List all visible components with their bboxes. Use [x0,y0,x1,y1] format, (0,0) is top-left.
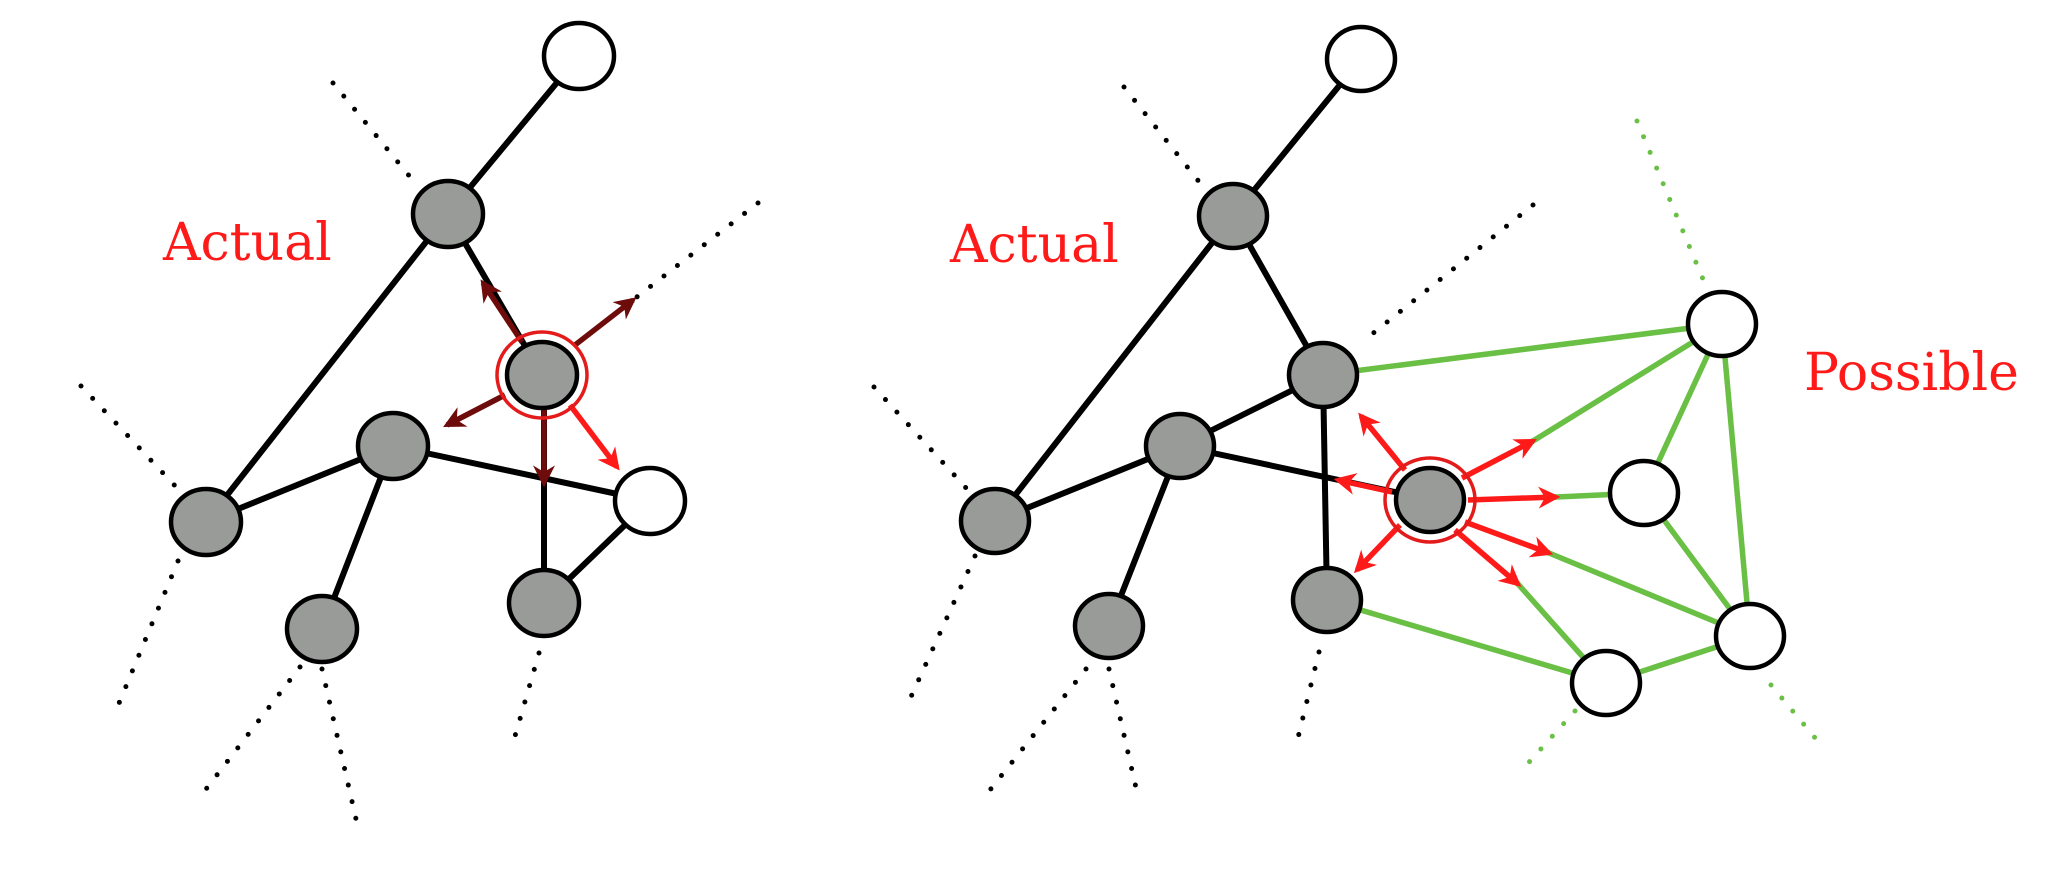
occupied-site-node [284,593,360,665]
move-arrows [1333,412,1561,587]
occupied-site-node [1072,591,1146,661]
occupied-site-node [1286,340,1360,410]
possible-site-node [1607,458,1681,528]
empty-site-node [1324,24,1398,94]
dotted-continuations [78,80,761,822]
move-arrows [443,279,637,488]
occupied-site-node [1290,565,1364,635]
possible-label: Possible [1804,343,2019,403]
left-panel-actual: Actual [78,20,761,822]
bonds [203,53,653,632]
bonds [992,56,1398,629]
right-panel-possible: Actual Possible [871,24,2019,804]
empty-site-node [612,465,688,537]
actual-label: Actual [162,213,332,273]
possible-site-node [1569,648,1643,718]
occupied-site-node [1143,411,1217,481]
selection-ring [1383,456,1477,544]
possible-site-node [1685,289,1759,359]
occupied-site-node [168,486,244,558]
possible-site-node [1713,601,1787,671]
selection-ring [495,330,589,420]
possible-bonds [1320,321,1753,686]
occupied-site-node [355,410,431,482]
occupied-site-node [410,178,486,250]
empty-site-node [541,20,617,92]
dotted-continuations [871,84,1819,804]
occupied-site-node [958,486,1032,556]
occupied-site-node [1196,181,1270,251]
occupied-site-node [506,567,582,639]
selected-site-node [1393,465,1467,535]
actual-label: Actual [949,215,1119,275]
selected-site-node [504,339,580,411]
